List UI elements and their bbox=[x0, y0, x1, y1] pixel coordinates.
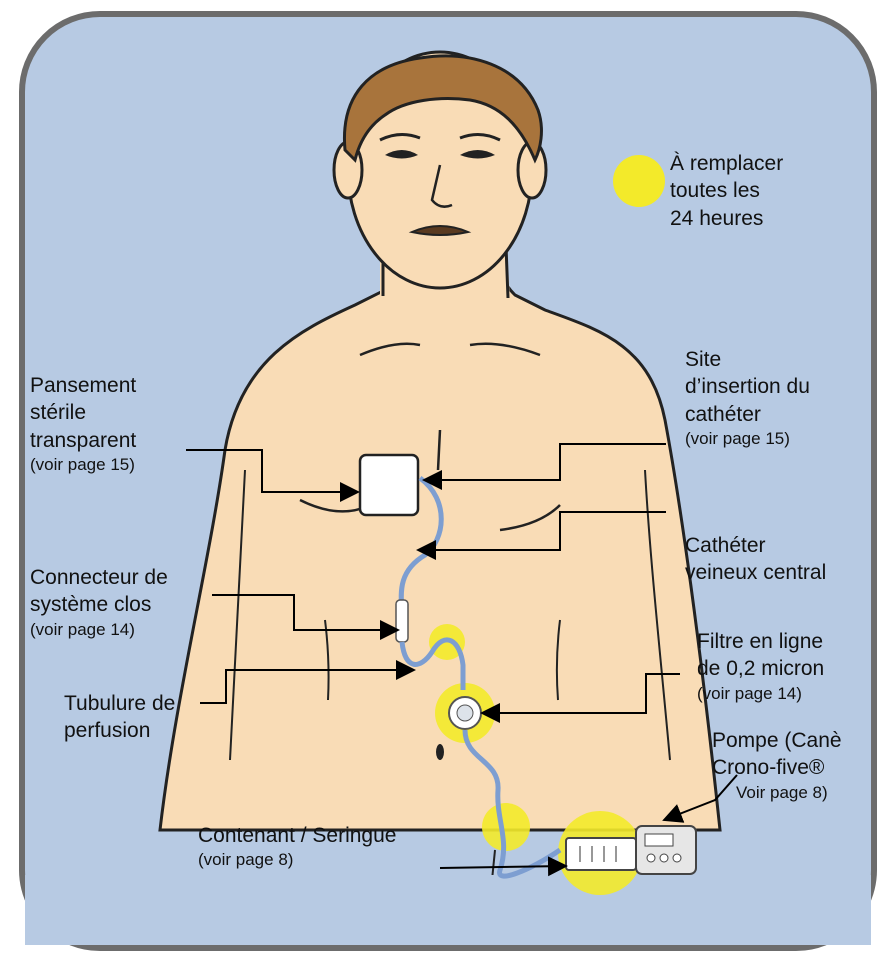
label-pansement: Pansement stérile transparent (voir page… bbox=[30, 372, 136, 476]
label-pompe-line-2: Crono-five® bbox=[712, 754, 842, 781]
legend-text: À remplacer toutes les 24 heures bbox=[670, 150, 783, 232]
label-contenant-ref: (voir page 8) bbox=[198, 849, 396, 871]
label-connecteur-line-1: Connecteur de bbox=[30, 564, 168, 591]
label-pansement-ref: (voir page 15) bbox=[30, 454, 136, 476]
label-tubulure-line-1: Tubulure de bbox=[64, 690, 175, 717]
label-site: Site d’insertion du cathéter (voir page … bbox=[685, 346, 810, 450]
label-filtre-line-1: Filtre en ligne bbox=[697, 628, 824, 655]
label-connecteur-line-2: système clos bbox=[30, 591, 168, 618]
label-connecteur-ref: (voir page 14) bbox=[30, 619, 168, 641]
label-contenant: Contenant / Seringue (voir page 8) bbox=[198, 822, 396, 871]
label-pansement-line-3: transparent bbox=[30, 427, 136, 454]
syringe bbox=[566, 838, 636, 870]
label-filtre: Filtre en ligne de 0,2 micron (voir page… bbox=[697, 628, 824, 705]
label-pansement-line-1: Pansement bbox=[30, 372, 136, 399]
pump-button-3 bbox=[673, 854, 681, 862]
legend-line-3: 24 heures bbox=[670, 205, 783, 232]
label-tubulure: Tubulure de perfusion bbox=[64, 690, 175, 745]
label-pompe: Pompe (Canè Crono-five® Voir page 8) bbox=[712, 727, 842, 804]
label-contenant-line-1: Contenant / Seringue bbox=[198, 822, 396, 849]
label-connecteur: Connecteur de système clos (voir page 14… bbox=[30, 564, 168, 641]
label-site-ref: (voir page 15) bbox=[685, 428, 810, 450]
navel bbox=[436, 744, 444, 760]
pump-button-2 bbox=[660, 854, 668, 862]
pump bbox=[636, 826, 696, 874]
label-site-line-2: d’insertion du bbox=[685, 373, 810, 400]
legend-line-1: À remplacer bbox=[670, 150, 783, 177]
dressing bbox=[360, 455, 418, 515]
legend-line-2: toutes les bbox=[670, 177, 783, 204]
legend-marker bbox=[613, 155, 665, 207]
label-tubulure-line-2: perfusion bbox=[64, 717, 175, 744]
label-catheter-line-2: veineux central bbox=[685, 559, 826, 586]
label-pompe-line-1: Pompe (Canè bbox=[712, 727, 842, 754]
closed-system-connector bbox=[396, 600, 408, 642]
label-site-line-3: cathéter bbox=[685, 401, 810, 428]
label-pansement-line-2: stérile bbox=[30, 399, 136, 426]
label-filtre-ref: (voir page 14) bbox=[697, 683, 824, 705]
label-filtre-line-2: de 0,2 micron bbox=[697, 655, 824, 682]
pump-button-1 bbox=[647, 854, 655, 862]
label-catheter-line-1: Cathéter bbox=[685, 532, 826, 559]
base-strip bbox=[25, 875, 871, 945]
label-pompe-ref: Voir page 8) bbox=[736, 782, 842, 804]
label-site-line-1: Site bbox=[685, 346, 810, 373]
inline-filter-inner bbox=[457, 705, 473, 721]
pump-screen bbox=[645, 834, 673, 846]
label-catheter: Cathéter veineux central bbox=[685, 532, 826, 587]
